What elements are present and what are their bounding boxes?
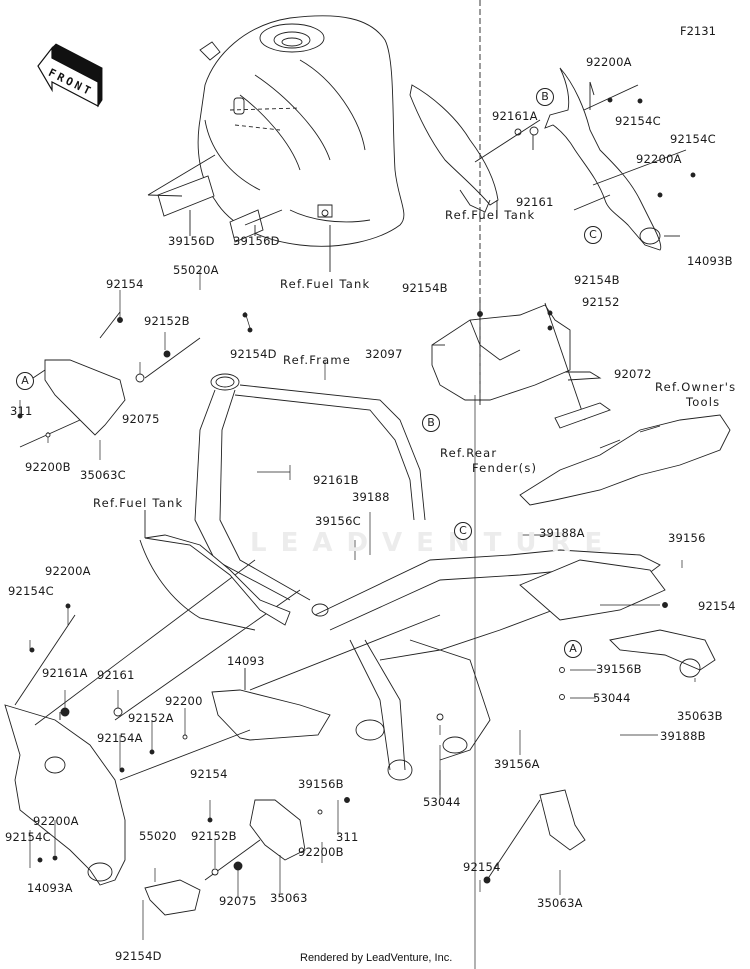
rear-fender-drawing <box>475 395 730 969</box>
part-label[interactable]: 92152B <box>191 829 237 843</box>
part-label[interactable]: 92154B <box>574 273 620 287</box>
part-label[interactable]: 92154 <box>190 767 228 781</box>
part-label[interactable]: 55020A <box>173 263 219 277</box>
part-label[interactable]: 311 <box>336 830 359 844</box>
part-label[interactable]: 39156C <box>315 514 361 528</box>
tank-side-cover-drawing <box>140 510 290 630</box>
part-label[interactable]: 32097 <box>365 347 403 361</box>
part-label[interactable]: 92200A <box>33 814 79 828</box>
part-label[interactable]: 92072 <box>614 367 652 381</box>
ref-rear-fender-line2[interactable]: Fender(s) <box>472 461 538 475</box>
ref-owners-tools-line2[interactable]: Tools <box>686 395 721 409</box>
part-label[interactable]: 311 <box>10 404 33 418</box>
part-label[interactable]: 92154A <box>97 731 143 745</box>
part-label[interactable]: 92154C <box>5 830 51 844</box>
part-label[interactable]: 92154B <box>402 281 448 295</box>
part-label[interactable]: 39188A <box>539 526 585 540</box>
part-label[interactable]: 92154D <box>230 347 277 361</box>
battery-case-32097-drawing <box>432 0 610 428</box>
part-label[interactable]: 39156 <box>668 531 706 545</box>
part-label[interactable]: 92154C <box>615 114 661 128</box>
part-label[interactable]: 92161 <box>516 195 554 209</box>
part-label[interactable]: 14093A <box>27 881 73 895</box>
part-label[interactable]: 92200 <box>165 694 203 708</box>
callout-c-mid[interactable]: C <box>454 522 472 540</box>
part-label[interactable]: 39188 <box>352 490 390 504</box>
part-label[interactable]: 92075 <box>219 894 257 908</box>
fuel-tank-drawing <box>198 16 404 246</box>
part-label[interactable]: 35063 <box>270 891 308 905</box>
part-label[interactable]: 92161B <box>313 473 359 487</box>
part-label[interactable]: 53044 <box>593 691 631 705</box>
part-label[interactable]: 53044 <box>423 795 461 809</box>
part-label[interactable]: 14093B <box>687 254 733 268</box>
leader-lines <box>20 270 695 940</box>
callout-b-mid[interactable]: B <box>422 414 440 432</box>
part-label[interactable]: 39156B <box>298 777 344 791</box>
tank-cover-drawing <box>410 85 498 218</box>
callout-b-top[interactable]: B <box>536 88 554 106</box>
part-label[interactable]: 92152A <box>128 711 174 725</box>
footer-credit: Rendered by LeadVenture, Inc. <box>300 952 453 964</box>
part-label[interactable]: 35063C <box>80 468 126 482</box>
part-label[interactable]: 92200B <box>25 460 71 474</box>
part-label[interactable]: 92154 <box>106 277 144 291</box>
part-label[interactable]: 39188B <box>660 729 706 743</box>
hardware-markers <box>18 98 695 883</box>
ref-fuel-tank-left[interactable]: Ref.Fuel Tank <box>93 496 184 510</box>
watermark: LEADVENTURE <box>250 528 617 558</box>
part-label[interactable]: 92200B <box>298 845 344 859</box>
ref-rear-fender-line1[interactable]: Ref.Rear <box>440 446 498 460</box>
callout-c-top[interactable]: C <box>584 226 602 244</box>
part-label[interactable]: 39156B <box>596 662 642 676</box>
part-label[interactable]: 92154 <box>463 860 501 874</box>
part-label[interactable]: 92200A <box>586 55 632 69</box>
part-label[interactable]: 55020 <box>139 829 177 843</box>
part-label[interactable]: 39156D <box>168 234 215 248</box>
part-label[interactable]: 35063A <box>537 896 583 910</box>
ref-fuel-tank-top-right[interactable]: Ref.Fuel Tank <box>445 208 536 222</box>
front-arrow-icon <box>38 44 102 106</box>
part-label[interactable]: 92200A <box>636 152 682 166</box>
part-label[interactable]: 14093 <box>227 654 265 668</box>
part-label[interactable]: 92200A <box>45 564 91 578</box>
footrest-brackets-drawing <box>20 312 715 915</box>
ref-owners-tools-line1[interactable]: Ref.Owner's <box>655 380 737 394</box>
part-label[interactable]: 39156D <box>233 234 280 248</box>
part-label[interactable]: 92161A <box>42 666 88 680</box>
callout-a-left[interactable]: A <box>16 372 34 390</box>
diagram-id: F2131 <box>680 24 716 38</box>
part-label[interactable]: 92075 <box>122 412 160 426</box>
ref-frame[interactable]: Ref.Frame <box>283 353 352 367</box>
cover-14093-drawing <box>120 615 440 780</box>
part-label[interactable]: 92154C <box>670 132 716 146</box>
part-label[interactable]: 92154 <box>698 599 736 613</box>
ref-fuel-tank-center[interactable]: Ref.Fuel Tank <box>280 277 371 291</box>
part-label[interactable]: 92161 <box>97 668 135 682</box>
side-panel-14093A-drawing <box>5 560 300 885</box>
callout-a-right[interactable]: A <box>564 640 582 658</box>
side-cover-14093B-drawing <box>475 68 686 250</box>
part-label[interactable]: 92154D <box>115 949 162 963</box>
part-label[interactable]: 92161A <box>492 109 538 123</box>
part-label[interactable]: 92152 <box>582 295 620 309</box>
part-label[interactable]: 35063B <box>677 709 723 723</box>
part-label[interactable]: 92154C <box>8 584 54 598</box>
part-label[interactable]: 92152B <box>144 314 190 328</box>
sticker-drawings <box>148 155 330 272</box>
part-label[interactable]: 39156A <box>494 757 540 771</box>
